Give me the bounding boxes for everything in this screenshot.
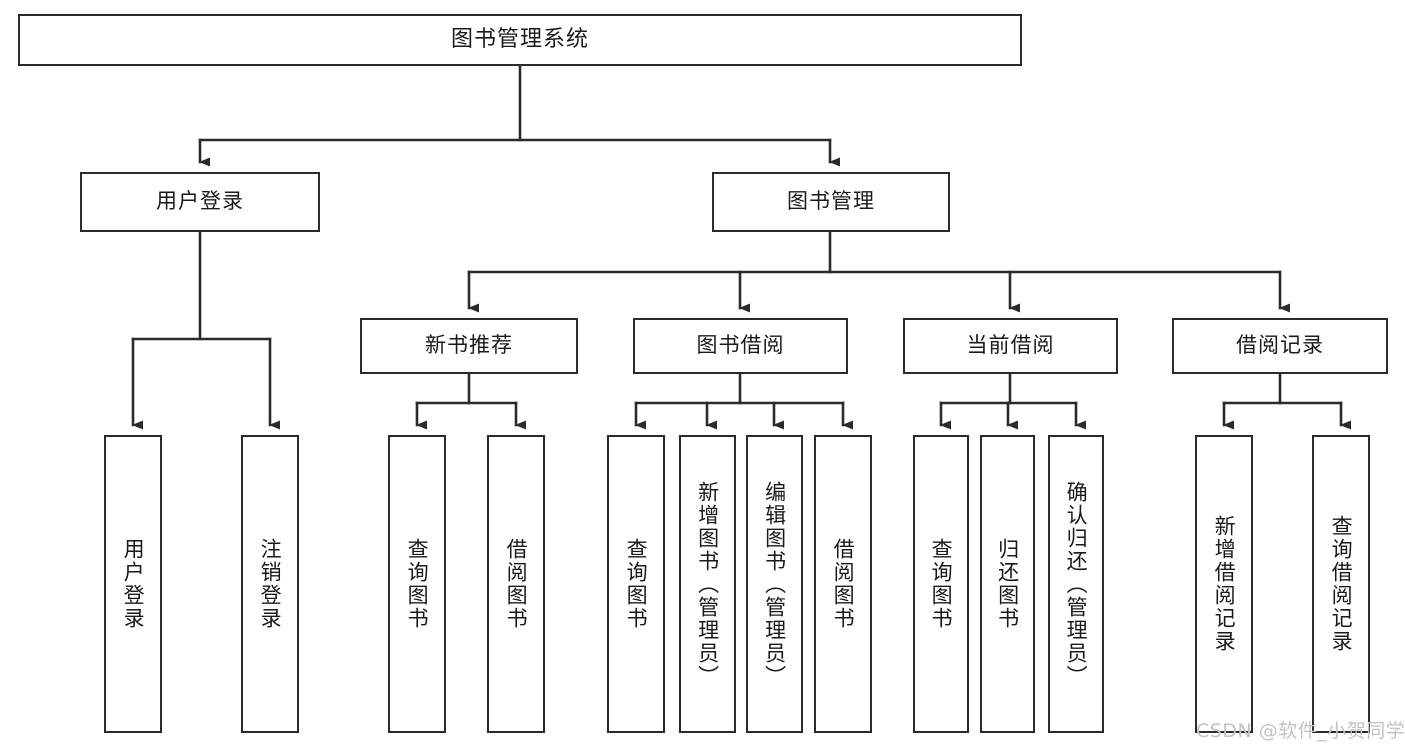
leaf-add-book-admin[interactable]: 新增图书（管理员） <box>679 435 736 733</box>
watermark-text: CSDN @软件_小贺同学 <box>1196 720 1405 742</box>
node-label: 查询借阅记录 <box>1329 515 1354 653</box>
node-label: 新书推荐 <box>425 333 513 358</box>
leaf-logout[interactable]: 注销登录 <box>241 435 299 733</box>
node-label: 新增图书（管理员） <box>695 480 720 688</box>
leaf-query-book-newbook[interactable]: 查询图书 <box>388 435 446 733</box>
node-book-management[interactable]: 图书管理 <box>712 172 950 232</box>
node-borrow-record[interactable]: 借阅记录 <box>1172 318 1388 374</box>
leaf-query-book-current[interactable]: 查询图书 <box>913 435 969 733</box>
node-label: 借阅图书 <box>831 538 856 630</box>
leaf-edit-book-admin[interactable]: 编辑图书（管理员） <box>746 435 803 733</box>
node-label: 归还图书 <box>995 538 1020 630</box>
node-label: 借阅记录 <box>1236 333 1324 358</box>
node-label: 图书管理 <box>787 189 875 214</box>
csdn-watermark: CSDN @软件_小贺同学 <box>1196 716 1405 743</box>
node-label: 用户登录 <box>121 538 146 630</box>
leaf-borrow-book-newbook[interactable]: 借阅图书 <box>487 435 545 733</box>
node-new-book-recommend[interactable]: 新书推荐 <box>360 318 578 374</box>
node-label: 确认归还（管理员） <box>1064 480 1089 688</box>
node-label: 图书借阅 <box>696 333 785 358</box>
leaf-lend-book[interactable]: 借阅图书 <box>814 435 872 733</box>
node-label: 注销登录 <box>258 538 283 630</box>
node-label: 新增借阅记录 <box>1212 515 1237 653</box>
node-label: 图书管理系统 <box>450 26 589 52</box>
node-label: 编辑图书（管理员） <box>762 480 787 688</box>
node-current-borrow[interactable]: 当前借阅 <box>903 318 1118 374</box>
leaf-query-book-borrow[interactable]: 查询图书 <box>607 435 665 733</box>
node-label: 用户登录 <box>156 189 244 214</box>
leaf-add-borrow-record[interactable]: 新增借阅记录 <box>1195 435 1253 733</box>
leaf-user-login[interactable]: 用户登录 <box>104 435 162 733</box>
node-label: 借阅图书 <box>504 538 529 630</box>
node-label: 当前借阅 <box>966 333 1055 358</box>
node-root-system[interactable]: 图书管理系统 <box>18 14 1022 66</box>
node-label: 查询图书 <box>929 538 954 630</box>
node-user-login[interactable]: 用户登录 <box>80 172 320 232</box>
leaf-confirm-return-admin[interactable]: 确认归还（管理员） <box>1048 435 1104 733</box>
node-book-borrow[interactable]: 图书借阅 <box>633 318 848 374</box>
node-label: 查询图书 <box>405 538 430 630</box>
leaf-return-book[interactable]: 归还图书 <box>980 435 1035 733</box>
leaf-query-borrow-record[interactable]: 查询借阅记录 <box>1312 435 1370 733</box>
node-label: 查询图书 <box>624 538 649 630</box>
